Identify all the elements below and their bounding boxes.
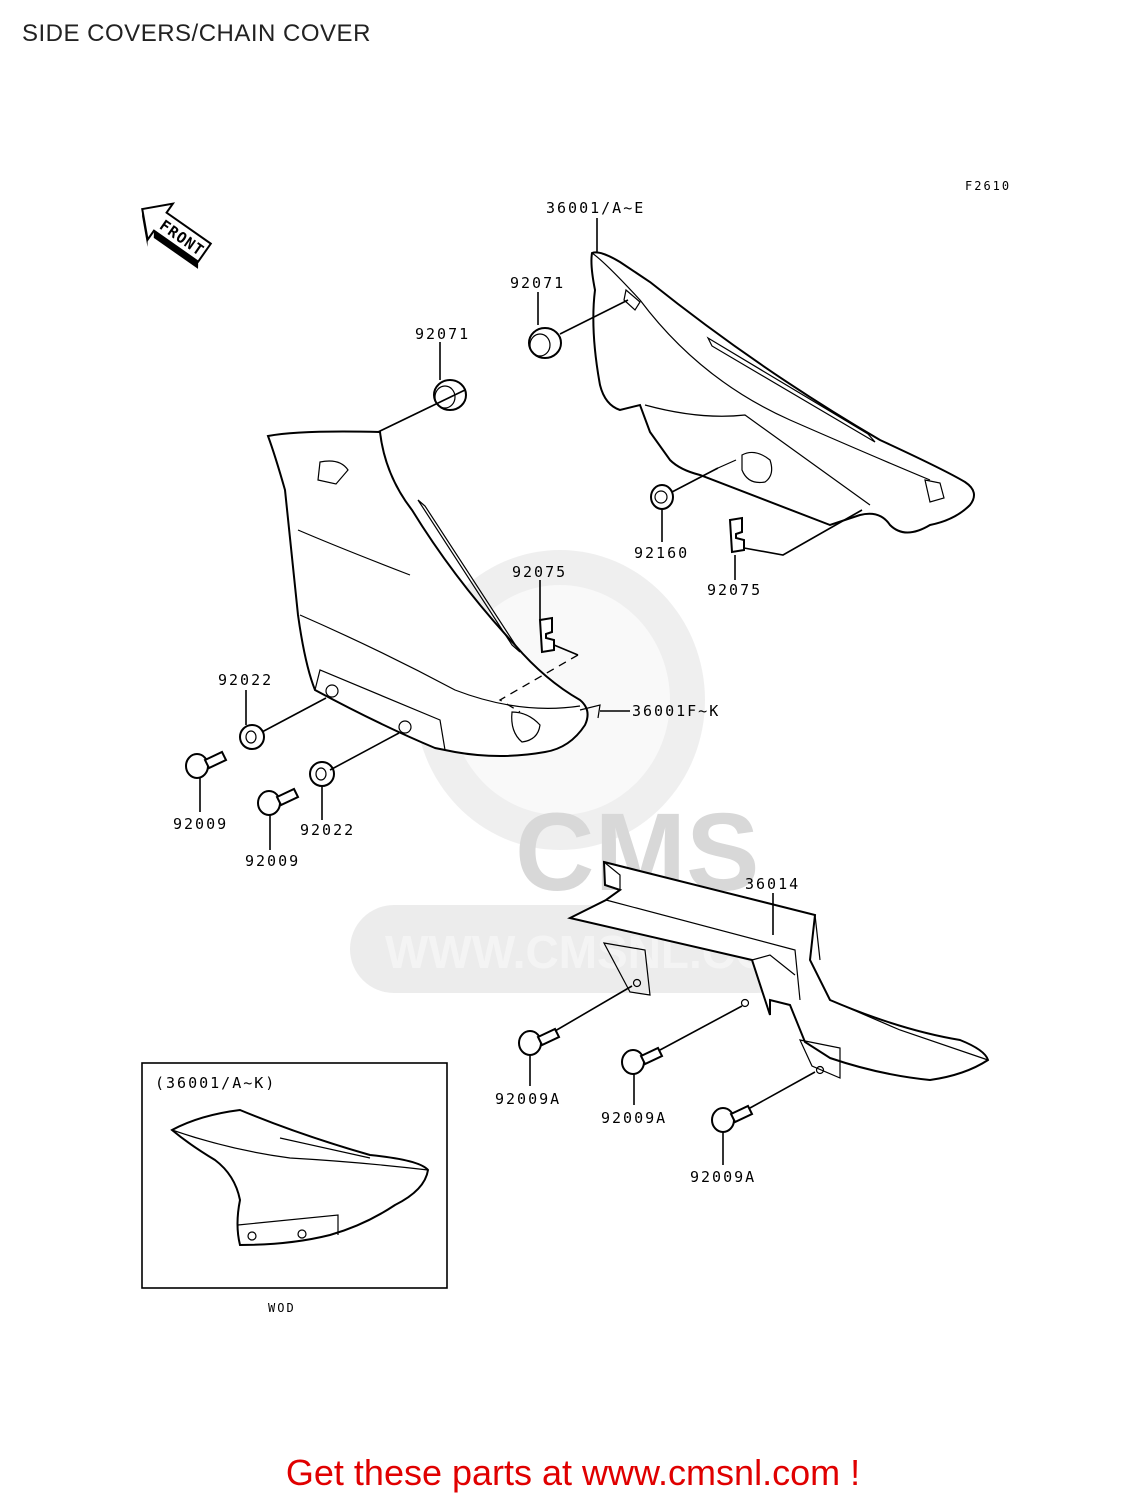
grommet-92071-right-icon xyxy=(528,327,562,359)
callout-92160: 92160 xyxy=(634,544,689,562)
callout-92075-right: 92075 xyxy=(707,581,762,599)
clip-92075-right-icon xyxy=(728,516,745,554)
callout-92071-left: 92071 xyxy=(415,325,470,343)
inset-title: (36001/A~K) xyxy=(155,1074,276,1092)
page-title: SIDE COVERS/CHAIN COVER xyxy=(22,20,371,47)
inset-caption: WOD xyxy=(268,1301,296,1315)
footer-shop-link[interactable]: Get these parts at www.cmsnl.com ! xyxy=(285,1452,861,1493)
callout-92009-left: 92009 xyxy=(173,815,228,833)
screw-92009-center-icon xyxy=(257,787,300,816)
callout-92009a-3: 92009A xyxy=(690,1168,756,1186)
screw-92009-left-icon xyxy=(185,750,228,779)
callout-36001-f-k: 36001F~K xyxy=(632,702,720,720)
grommet-92071-left-icon xyxy=(433,379,467,411)
leader-lines xyxy=(199,218,863,1165)
callout-92009-center: 92009 xyxy=(245,852,300,870)
ref-code: F2610 xyxy=(965,179,1011,193)
callout-92009a-1: 92009A xyxy=(495,1090,561,1108)
clip-92075-left-icon xyxy=(538,616,555,654)
grommet-92160-icon xyxy=(650,484,674,510)
callout-36001-a-e: 36001/A~E xyxy=(546,199,645,217)
front-arrow-icon: FRONT xyxy=(141,202,213,269)
left-side-cover xyxy=(266,430,601,757)
callout-92009a-2: 92009A xyxy=(601,1109,667,1127)
washer-92022-top-icon xyxy=(239,724,265,750)
screw-92009a-1-icon xyxy=(518,1027,561,1056)
callout-36014: 36014 xyxy=(745,875,800,893)
callout-92075-left: 92075 xyxy=(512,563,567,581)
callout-92022-bottom: 92022 xyxy=(300,821,355,839)
washer-92022-bottom-icon xyxy=(309,761,335,787)
callout-92071-right: 92071 xyxy=(510,274,565,292)
callout-92022-top: 92022 xyxy=(218,671,273,689)
screw-92009a-3-icon xyxy=(711,1104,754,1133)
inset-box: (36001/A~K) xyxy=(141,1062,448,1289)
callout-labels: 36001/A~E 92071 92071 92160 92075 92075 … xyxy=(173,199,800,1186)
chain-cover xyxy=(567,860,990,1082)
right-side-cover xyxy=(590,251,975,534)
screw-92009a-2-icon xyxy=(621,1046,664,1075)
